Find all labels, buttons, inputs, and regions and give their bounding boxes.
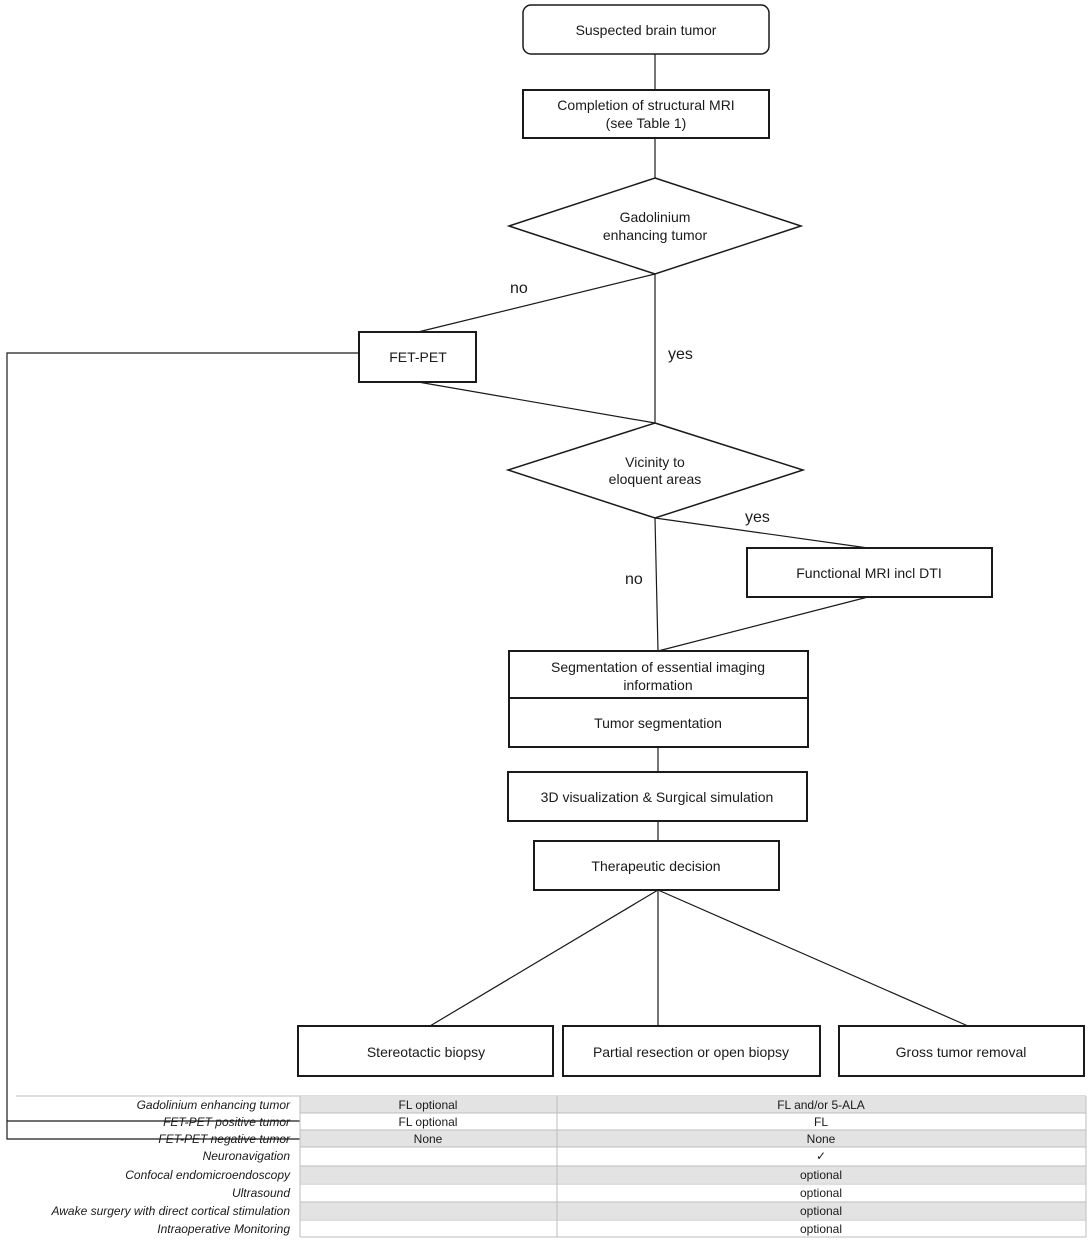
node-label-tumor-segmentation: Tumor segmentation [594, 715, 722, 731]
node-label: Stereotactic biopsy [367, 1044, 485, 1060]
table-row: Ultrasound optional [232, 1184, 1086, 1201]
checkmark-icon: ✓ [816, 1149, 826, 1163]
node-label-line2: information [623, 677, 692, 693]
cell-col2: None [807, 1132, 836, 1146]
table-row: Awake surgery with direct cortical stimu… [50, 1202, 1086, 1219]
node-stereotactic-biopsy: Stereotactic biopsy [297, 1025, 554, 1077]
row-label: Intraoperative Monitoring [157, 1222, 290, 1236]
edge-decision-to-gross [657, 889, 969, 1027]
edge-label-gado-no: no [510, 280, 528, 297]
cell-col2: optional [800, 1168, 842, 1182]
edge-decision-to-biopsy [429, 889, 659, 1027]
table-grid [299, 1096, 1087, 1238]
cell-col1: FL optional [399, 1115, 458, 1129]
decision-label-line1: Vicinity to [625, 454, 685, 470]
cell-col2: optional [800, 1204, 842, 1218]
table-row: Confocal endomicroendoscopy optional [125, 1166, 1086, 1183]
row-label: Ultrasound [232, 1186, 290, 1200]
row-label: Neuronavigation [203, 1149, 291, 1163]
edge-label-vicinity-no: no [625, 571, 643, 588]
cell-col2: FL and/or 5-ALA [777, 1098, 865, 1112]
decision-label-line1: Gadolinium [620, 209, 691, 225]
node-3d-visualization: 3D visualization & Surgical simulation [507, 771, 808, 822]
table-row: FET-PET negative tumor None None [158, 1130, 1086, 1147]
node-label: Suspected brain tumor [576, 22, 717, 38]
table-row: FET-PET positive tumor FL optional FL [163, 1113, 1086, 1130]
decision-label-line2: eloquent areas [609, 471, 702, 487]
edge-label-vicinity-yes: yes [745, 509, 770, 526]
cell-col2: optional [800, 1222, 842, 1236]
node-fet-pet: FET-PET [358, 331, 477, 383]
decision-label-line2: enhancing tumor [603, 227, 708, 243]
row-label: FET-PET positive tumor [163, 1115, 291, 1129]
decision-gadolinium-enhancing: Gadolinium enhancing tumor [506, 177, 804, 275]
node-gross-tumor-removal: Gross tumor removal [838, 1025, 1085, 1077]
node-functional-mri: Functional MRI incl DTI [746, 547, 993, 598]
node-partial-resection: Partial resection or open biopsy [562, 1025, 821, 1077]
node-segmentation: Segmentation of essential imaging inform… [508, 650, 809, 748]
bracket-fetpet-to-table [6, 352, 359, 1140]
node-structural-mri: Completion of structural MRI (see Table … [522, 89, 770, 139]
node-label: Gross tumor removal [896, 1044, 1027, 1060]
node-label-line1: Completion of structural MRI [557, 97, 734, 113]
node-therapeutic-decision: Therapeutic decision [533, 840, 780, 891]
node-label-line2: (see Table 1) [606, 115, 687, 131]
node-label: Therapeutic decision [591, 858, 720, 874]
cell-col1: FL optional [399, 1098, 458, 1112]
edge-vicinity-to-fmri [654, 517, 869, 549]
node-label: FET-PET [389, 349, 447, 365]
node-label: Functional MRI incl DTI [796, 565, 941, 581]
cell-col2: optional [800, 1186, 842, 1200]
edge-fmri-to-segmentation [657, 596, 869, 652]
table-row: Neuronavigation ✓ [203, 1147, 1086, 1164]
decision-vicinity-eloquent: Vicinity to eloquent areas [505, 422, 806, 519]
edge-fetpet-to-vicinity [417, 381, 656, 424]
table-row: Gadolinium enhancing tumor FL optional F… [137, 1096, 1086, 1113]
edge-label-gado-yes: yes [668, 346, 693, 363]
row-label: Confocal endomicroendoscopy [125, 1168, 291, 1182]
row-label: FET-PET negative tumor [158, 1132, 291, 1146]
node-label: Partial resection or open biopsy [593, 1044, 789, 1060]
node-label-line1: Segmentation of essential imaging [551, 659, 765, 675]
cell-col2: FL [814, 1115, 828, 1129]
edge-vicinity-to-segmentation [654, 517, 659, 652]
node-label: 3D visualization & Surgical simulation [541, 789, 774, 805]
connectors [6, 54, 969, 1140]
table-row: Intraoperative Monitoring optional [157, 1220, 1086, 1237]
edge-gado-to-fetpet [417, 273, 656, 333]
node-suspected-brain-tumor: Suspected brain tumor [522, 4, 770, 55]
row-label: Awake surgery with direct cortical stimu… [50, 1204, 290, 1218]
cell-col1: None [414, 1132, 443, 1146]
modality-table: Gadolinium enhancing tumor FL optional F… [16, 1095, 1087, 1238]
row-label: Gadolinium enhancing tumor [137, 1098, 291, 1112]
